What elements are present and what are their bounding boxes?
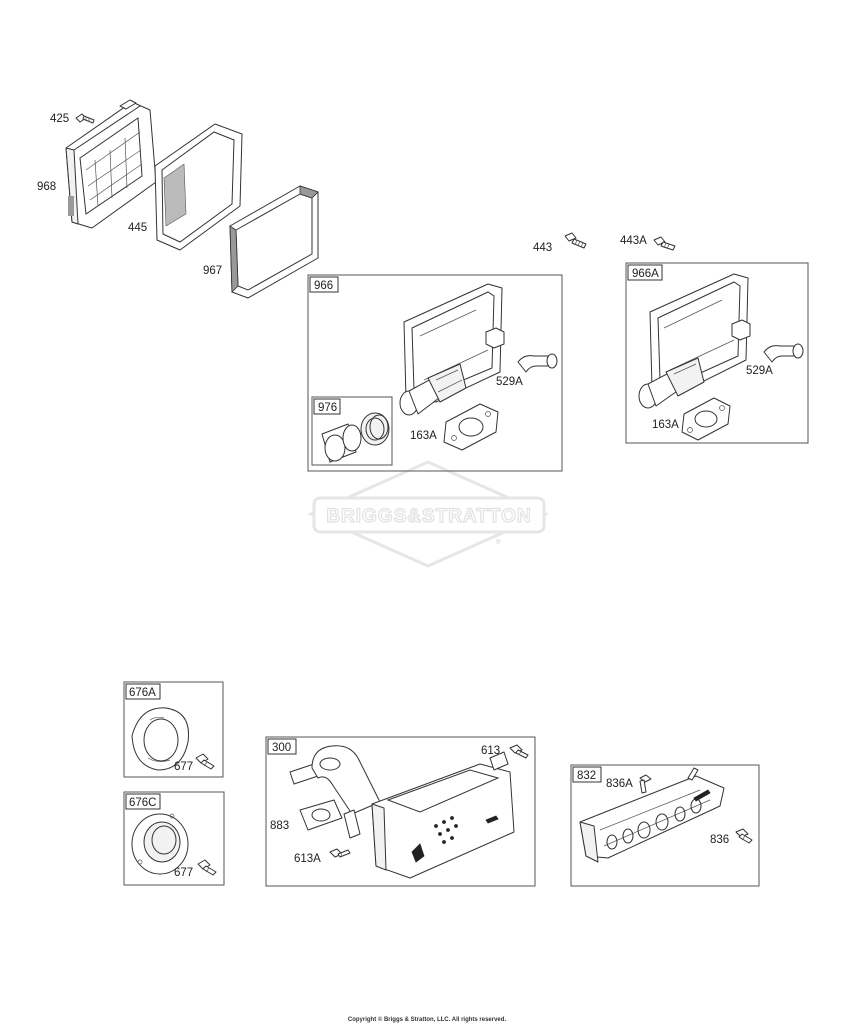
screw-677-b[interactable] [197,859,217,876]
callout-445: 445 [128,222,147,234]
kit-box-676A [123,681,224,778]
callout-443: 443 [533,242,552,254]
callout-529A-966: 529A [496,376,523,388]
tag-676A [125,683,161,700]
callout-677-676C: 677 [174,867,193,879]
callout-832: 832 [577,770,596,782]
kit-box-966A [625,262,809,444]
pre-cleaner-445[interactable] [154,123,243,251]
kit-box-976 [311,396,393,466]
air-filter-967[interactable] [229,185,319,299]
callout-967: 967 [203,265,222,277]
callout-968: 968 [37,181,56,193]
screw-677-a[interactable] [195,753,215,770]
callout-443A: 443A [620,235,647,247]
callout-300: 300 [272,742,291,754]
callout-677-676A: 677 [174,761,193,773]
air-cleaner-cover-968[interactable] [65,99,157,229]
callout-676C: 676C [129,797,157,809]
screw-836[interactable] [735,828,753,844]
tag-966A [627,264,663,281]
kit-box-832 [570,764,760,887]
breather-tube-529A[interactable] [517,353,558,373]
screw-613[interactable] [509,744,529,759]
screw-443[interactable] [564,232,587,249]
muffler-guard-832[interactable] [579,767,725,863]
callout-836A: 836A [606,778,633,790]
callout-163A-966A: 163A [652,419,679,431]
callout-883: 883 [270,820,289,832]
callout-613A: 613A [294,853,321,865]
gasket-163A[interactable] [443,403,499,451]
screw-425[interactable] [75,113,95,124]
screw-443A[interactable] [653,236,676,251]
deflector-676C[interactable] [131,813,189,875]
callout-836: 836 [710,834,729,846]
screw-836A[interactable] [639,774,652,794]
kit-box-300 [265,736,536,887]
tag-676C [125,793,161,810]
callout-529A-966A: 529A [746,365,773,377]
svg-text:BRIGGS&STRATTON: BRIGGS&STRATTON [326,506,531,527]
callout-613: 613 [481,745,500,757]
callout-976: 976 [318,402,337,414]
copyright-footer: Copyright © Briggs & Stratton, LLC. All … [348,1016,507,1023]
svg-text:®: ® [496,539,501,546]
breather-tube-529A-alt[interactable] [763,343,804,363]
gasket-883[interactable] [299,799,343,831]
gasket-163A-alt[interactable] [681,397,731,441]
kit-box-966 [307,274,563,472]
tag-832 [572,766,602,783]
callout-163A-966: 163A [410,430,437,442]
deflector-676A[interactable] [131,707,190,771]
tag-976 [313,398,341,415]
air-cleaner-base-966[interactable] [399,283,505,416]
callout-966A: 966A [632,268,659,280]
tag-300 [267,738,297,755]
adapter-976[interactable] [321,412,390,463]
muffler-300[interactable] [289,745,515,879]
screw-613A[interactable] [329,848,351,858]
callout-676A: 676A [129,687,156,699]
kit-box-676C [123,791,225,886]
air-cleaner-base-966A[interactable] [638,273,751,409]
tag-966 [309,276,339,293]
callout-425: 425 [50,113,69,125]
callout-966: 966 [314,280,333,292]
briggs-stratton-watermark-logo: BRIGGS&STRATTON ® [307,460,549,568]
